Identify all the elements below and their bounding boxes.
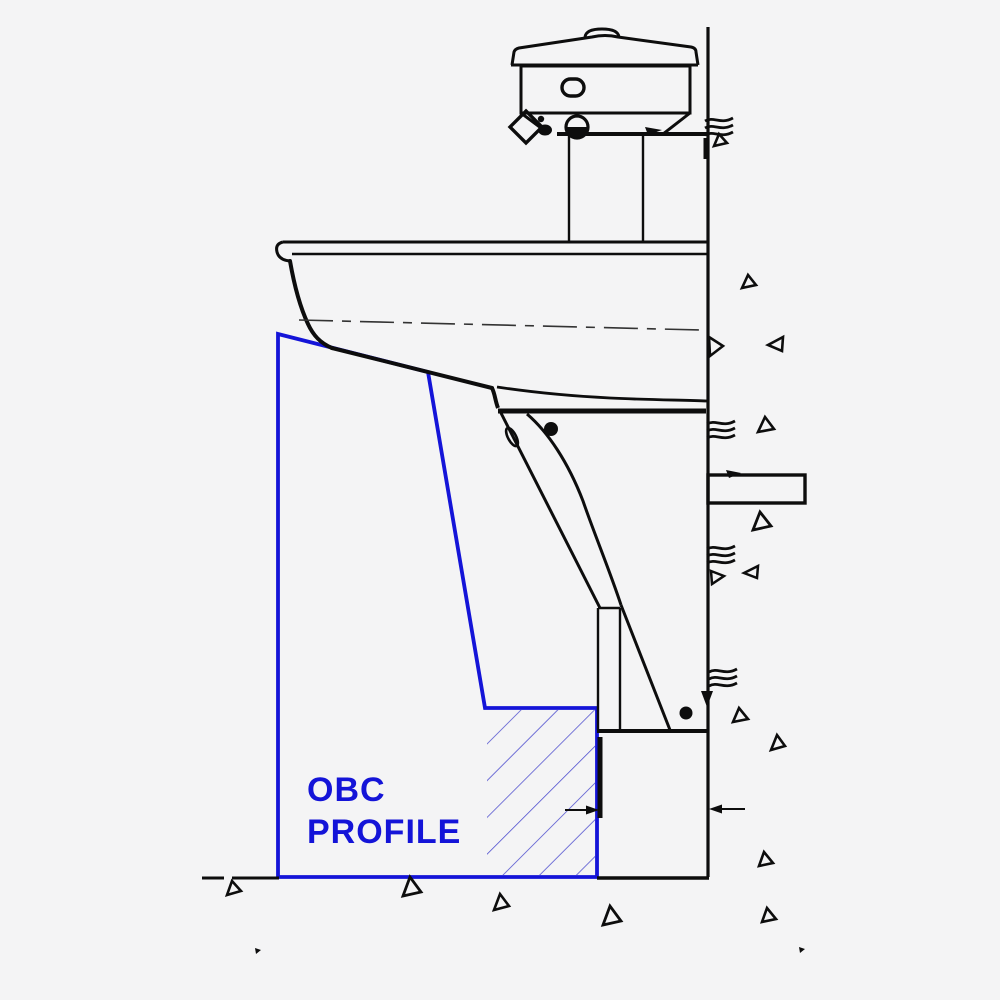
basin-bottom-step: [490, 387, 500, 409]
aggregate-triangle: [759, 905, 779, 924]
aggregate-triangle: [739, 272, 759, 290]
aggregate-dot: [255, 948, 261, 954]
fountain-fixture: [507, 27, 708, 241]
aggregate-triangle: [600, 903, 624, 927]
aggregate-triangle: [764, 334, 785, 353]
aggregate-triangle: [491, 891, 512, 912]
arm-tick: [726, 470, 741, 478]
bubbler-valve: [507, 108, 552, 146]
anchor-bolt: [705, 419, 737, 440]
aggregate-triangle: [768, 732, 788, 752]
aggregate-triangle: [730, 705, 751, 724]
anchor-bolt: [707, 667, 739, 688]
concrete-aggregate: [224, 131, 805, 954]
bolt-head-lower: [679, 706, 693, 720]
dimension-arrow-left: [565, 805, 599, 815]
aggregate-triangle: [740, 563, 760, 580]
obc-profile-label-line1: OBC: [307, 771, 386, 809]
anchor-bolts: [703, 116, 739, 688]
basin-bottom-slope: [330, 346, 494, 390]
aggregate-triangle: [756, 849, 776, 868]
carrier-bracket: [498, 408, 713, 733]
fixture-lid: [510, 27, 700, 67]
bracket-lower-member: [596, 606, 622, 730]
obc-profile-dense-hatch: [487, 710, 595, 875]
mounting-wedge: [645, 127, 662, 135]
aggregate-triangle: [707, 334, 726, 359]
bracket-strut-rear: [526, 412, 623, 606]
aggregate-dot: [799, 947, 805, 953]
bracket-clip: [504, 426, 520, 448]
basin-rim-end-curl: [275, 240, 291, 263]
anchor-bolt: [705, 544, 737, 565]
wall-down-arrow: [701, 691, 713, 707]
obc-label-backdrop: [299, 760, 463, 853]
fixture-tank: [519, 64, 692, 136]
dimension-annotations: [565, 737, 745, 818]
basin: [275, 240, 708, 409]
aggregate-triangle: [709, 569, 727, 587]
support-column: [567, 136, 645, 241]
mounting-line: [557, 127, 708, 136]
basin-front-wall: [288, 259, 334, 350]
wall-arm-bracket: [706, 470, 807, 505]
aggregate-triangle: [711, 131, 730, 148]
obc-profile-label-line2: PROFILE: [307, 813, 461, 851]
aggregate-triangle: [224, 878, 244, 897]
aggregate-triangle: [400, 874, 424, 898]
aggregate-triangle: [750, 509, 774, 532]
obc-profile: OBC PROFILE: [276, 331, 599, 879]
dimension-arrow-right: [709, 804, 745, 814]
water-level-dash-line: [298, 319, 701, 331]
bracket-strut-lower: [619, 604, 672, 731]
basin-rear-underside: [496, 385, 708, 403]
bolt-head-upper: [544, 422, 558, 436]
aggregate-triangle: [755, 414, 777, 434]
push-slot: [560, 77, 586, 98]
